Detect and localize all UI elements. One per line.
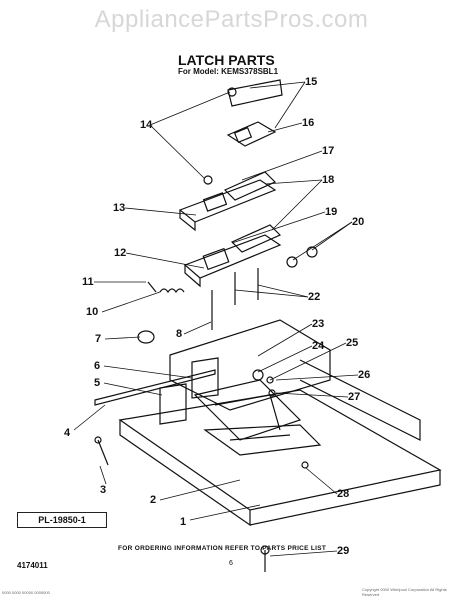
callout-20: 20 <box>352 216 364 228</box>
callout-7: 7 <box>95 333 101 345</box>
washer-24 <box>252 369 264 381</box>
callout-8: 8 <box>176 328 182 340</box>
switch-12 <box>183 234 282 279</box>
callout-13: 13 <box>113 202 125 214</box>
callout-11: 11 <box>82 276 94 288</box>
bracket-5 <box>159 383 187 425</box>
callout-27: 27 <box>348 391 360 403</box>
screw-14-bottom <box>203 175 213 185</box>
diagram-title: LATCH PARTS <box>178 52 275 68</box>
footer-left-text: 0000 0000 00000 0000000 <box>2 590 50 595</box>
page-number: 6 <box>229 560 233 567</box>
callout-24: 24 <box>312 340 325 352</box>
part-7 <box>137 330 155 344</box>
washer-26 <box>266 376 274 384</box>
switch-19 <box>230 224 282 253</box>
callout-15: 15 <box>305 76 317 88</box>
mounting-plate <box>169 319 331 411</box>
latch-linkage <box>203 424 322 456</box>
bracket-6 <box>191 357 219 399</box>
spring-10 <box>159 288 185 294</box>
callout-25: 25 <box>346 337 358 349</box>
watermark: AppliancePartsPros.com <box>94 6 369 33</box>
switch-13 <box>178 179 277 223</box>
callout-2: 2 <box>150 494 156 506</box>
screw-3 <box>97 439 109 466</box>
callout-17: 17 <box>322 145 334 157</box>
switch-17 <box>223 171 277 201</box>
nut-27 <box>268 389 276 397</box>
strip-4 <box>94 369 216 406</box>
screw-14-top <box>227 87 237 97</box>
callout-1: 1 <box>180 516 186 528</box>
part-28 <box>301 461 309 469</box>
callout-14: 14 <box>140 119 153 131</box>
callout-22: 22 <box>308 291 320 303</box>
callout-26: 26 <box>358 369 370 381</box>
callout-10: 10 <box>86 306 98 318</box>
callout-3: 3 <box>100 484 106 496</box>
callout-4: 4 <box>64 427 71 439</box>
callout-5: 5 <box>94 377 100 389</box>
pl-code-box: PL-19850-1 <box>17 512 107 528</box>
bracket-15 <box>227 79 283 107</box>
footer-copyright: Copyright 0000 Whirlpool Corporation All… <box>362 587 447 597</box>
nut-20b <box>306 246 318 258</box>
spring-11 <box>147 281 157 293</box>
callout-19: 19 <box>325 206 337 218</box>
callout-28: 28 <box>337 488 349 500</box>
callout-29: 29 <box>337 545 349 557</box>
callout-12: 12 <box>114 247 126 259</box>
callout-18: 18 <box>322 174 334 186</box>
callout-23: 23 <box>312 318 324 330</box>
ordering-note: FOR ORDERING INFORMATION REFER TO PARTS … <box>118 545 327 552</box>
callout-6: 6 <box>94 360 100 372</box>
document-number: 4174011 <box>17 561 48 570</box>
callout-16: 16 <box>302 117 314 129</box>
nut-20a <box>286 256 298 268</box>
model-subtitle: For Model: KEMS378SBL1 <box>178 67 279 76</box>
